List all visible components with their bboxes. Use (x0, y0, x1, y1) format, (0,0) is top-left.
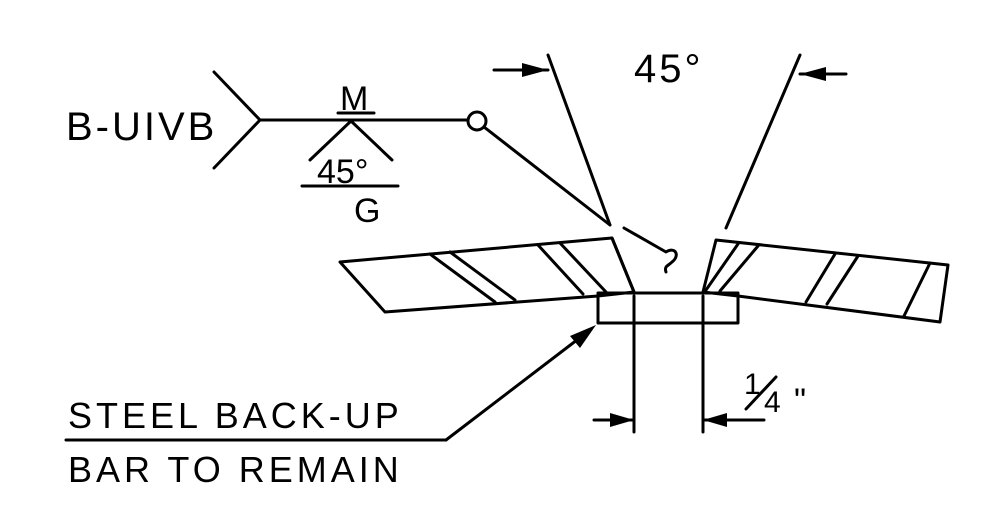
weld-all-around-circle (466, 110, 488, 132)
left-plate-hatch-3 (536, 243, 585, 296)
left-plate-hatch-2 (448, 250, 517, 302)
note-leader-arrowhead (570, 325, 596, 348)
included-angle-text: 45° (634, 47, 704, 91)
root-opening-dimension: 1 4 " (592, 294, 806, 434)
right-plate-hatch-1 (704, 242, 740, 292)
note-line-2: BAR TO REMAIN (68, 449, 403, 490)
left-arrowhead (522, 63, 548, 77)
backing-bar (596, 291, 740, 325)
fraction-numerator: 1 (744, 368, 761, 401)
left-bevel-face (610, 236, 636, 294)
joint-section (338, 226, 950, 325)
right-plate-hatch-2 (718, 244, 760, 293)
groove-curl-mark (622, 226, 678, 274)
right-extension-line (724, 53, 802, 230)
right-plate (701, 238, 950, 324)
weld-symbol-tail (212, 70, 262, 170)
finish-symbol-text: G (354, 192, 380, 230)
right-plate-hatch-3 (804, 252, 837, 304)
fraction-slash (744, 375, 778, 411)
tail-reference-text: B-UIVB (66, 105, 217, 149)
inch-mark: " (794, 382, 806, 420)
note-leader (444, 328, 592, 442)
note-line-1: STEEL BACK-UP (68, 395, 403, 436)
left-plate-hatch-1 (428, 252, 497, 304)
left-extension-line (546, 53, 612, 227)
right-arrowhead (800, 67, 826, 81)
fraction-denominator: 4 (764, 386, 781, 419)
weld-symbol: B-UIVB M 45° G (66, 70, 612, 230)
arrow-leader (482, 125, 612, 227)
v-groove-symbol (308, 119, 394, 162)
right-plate-hatch-4 (825, 254, 860, 306)
left-plate-hatch-4 (558, 241, 608, 294)
root-right-arrowhead (703, 413, 727, 427)
backing-bar-note: STEEL BACK-UP BAR TO REMAIN (64, 325, 596, 490)
root-left-arrowhead (610, 413, 634, 427)
angle-dimension: 45° (492, 47, 848, 230)
right-plate-hatch-5 (902, 261, 932, 318)
